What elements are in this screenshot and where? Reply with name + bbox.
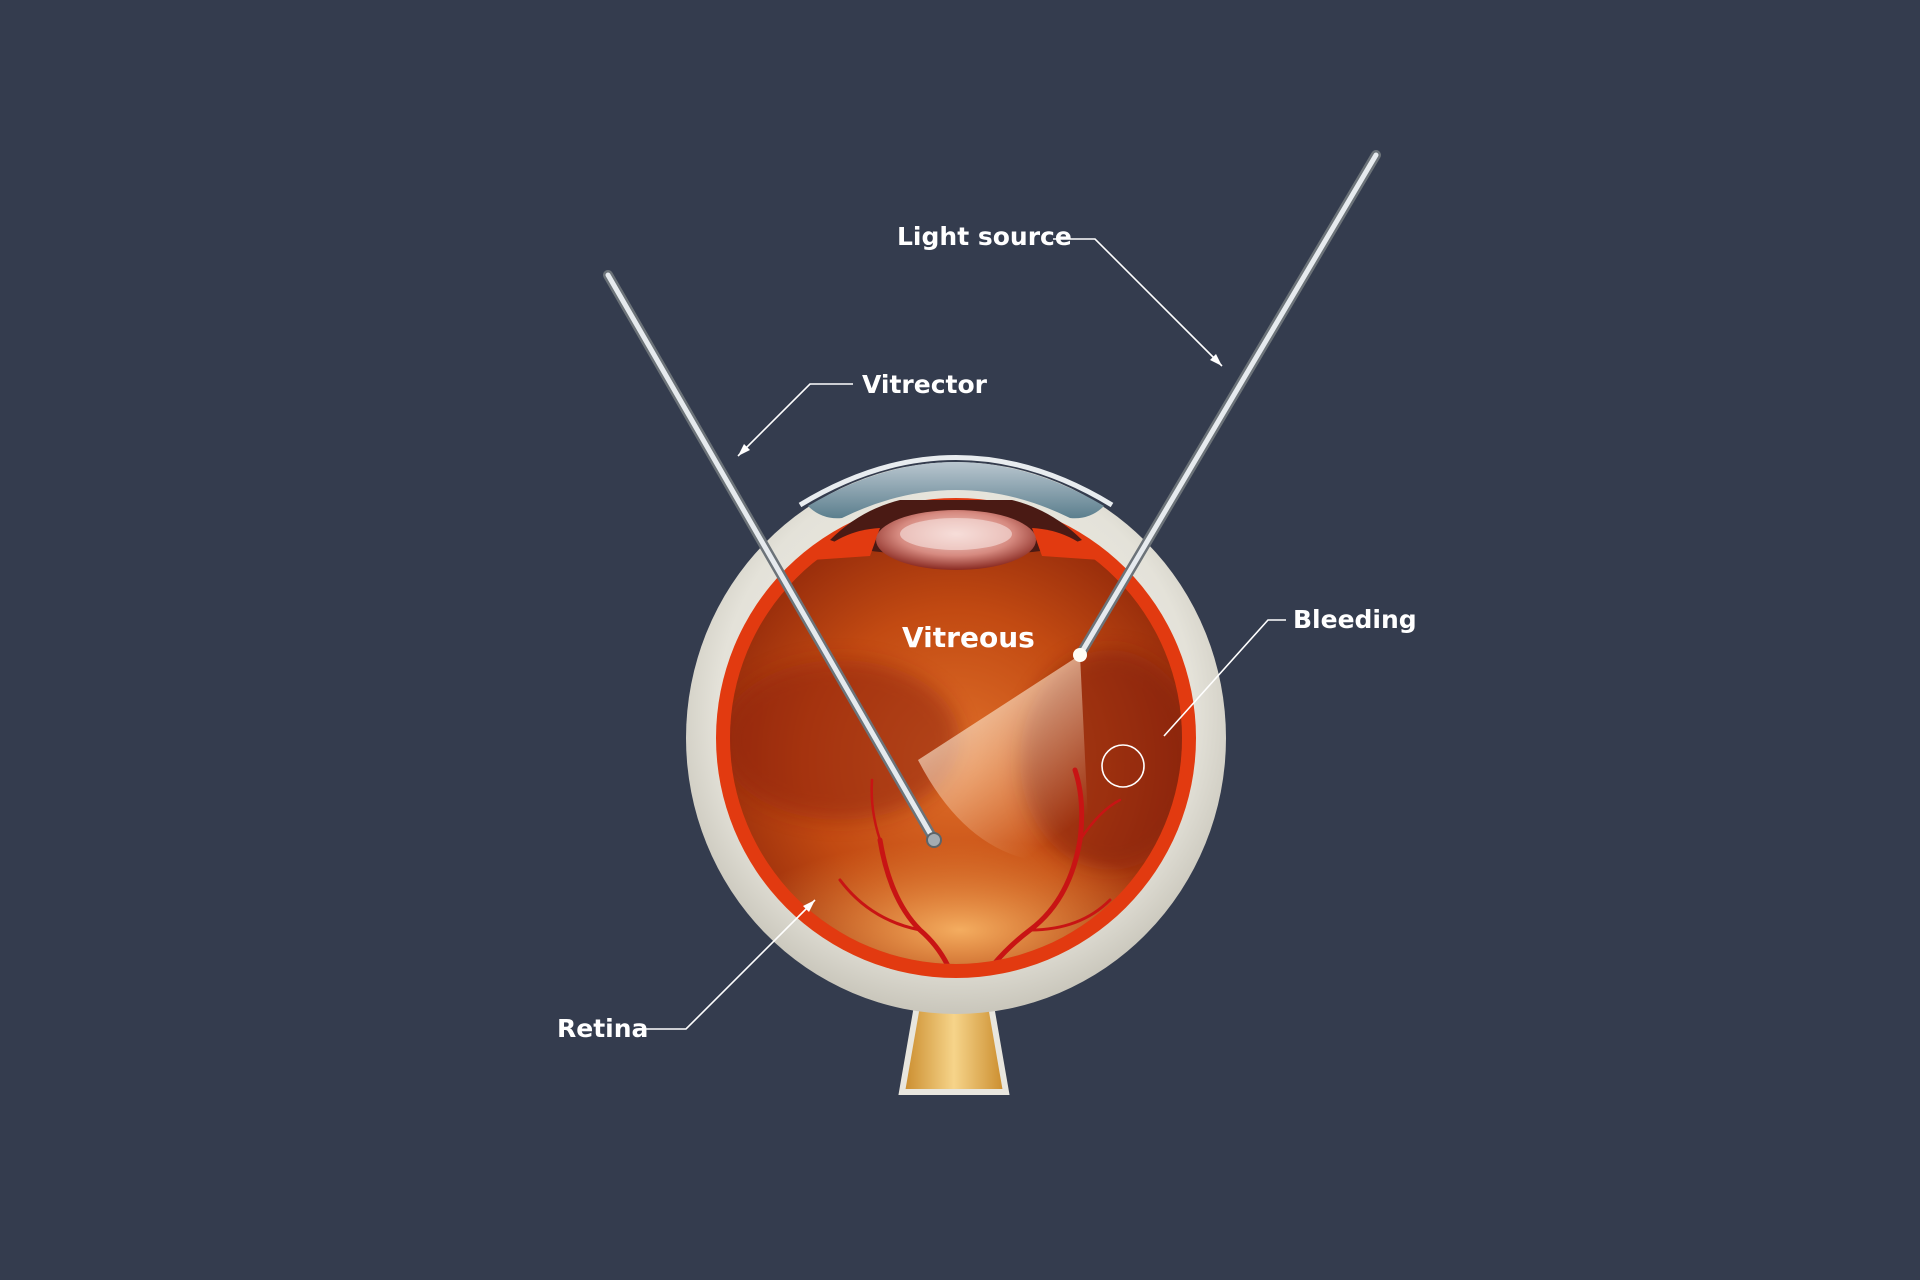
vitrector-instrument xyxy=(603,270,942,848)
vitreous-label: Vitreous xyxy=(902,621,1035,654)
vitrector-label: Vitrector xyxy=(862,370,987,399)
lens-highlight xyxy=(900,518,1012,550)
leader-lines xyxy=(644,238,1286,1030)
light-source-instrument xyxy=(1073,150,1381,662)
retina-leader xyxy=(644,899,816,1030)
light-source-leader xyxy=(1053,238,1223,367)
blood-vessels xyxy=(838,767,1122,964)
vitrector-arrowhead xyxy=(738,444,750,456)
bleeding-label: Bleeding xyxy=(1293,605,1417,634)
retina-label: Retina xyxy=(557,1014,649,1043)
light-source-arrowhead xyxy=(1210,354,1222,366)
light-beam xyxy=(918,655,1090,863)
bleeding-leader xyxy=(1163,619,1286,737)
cornea-surface xyxy=(798,455,1114,508)
bleeding-marker-circle xyxy=(1101,744,1145,788)
vitrector-leader xyxy=(737,383,853,457)
light-source-label: Light source xyxy=(897,222,1072,251)
retina-arrowhead xyxy=(803,900,815,912)
cornea xyxy=(808,462,1104,519)
ciliary-body-left xyxy=(812,528,880,560)
ciliary-body-right xyxy=(1032,528,1100,560)
